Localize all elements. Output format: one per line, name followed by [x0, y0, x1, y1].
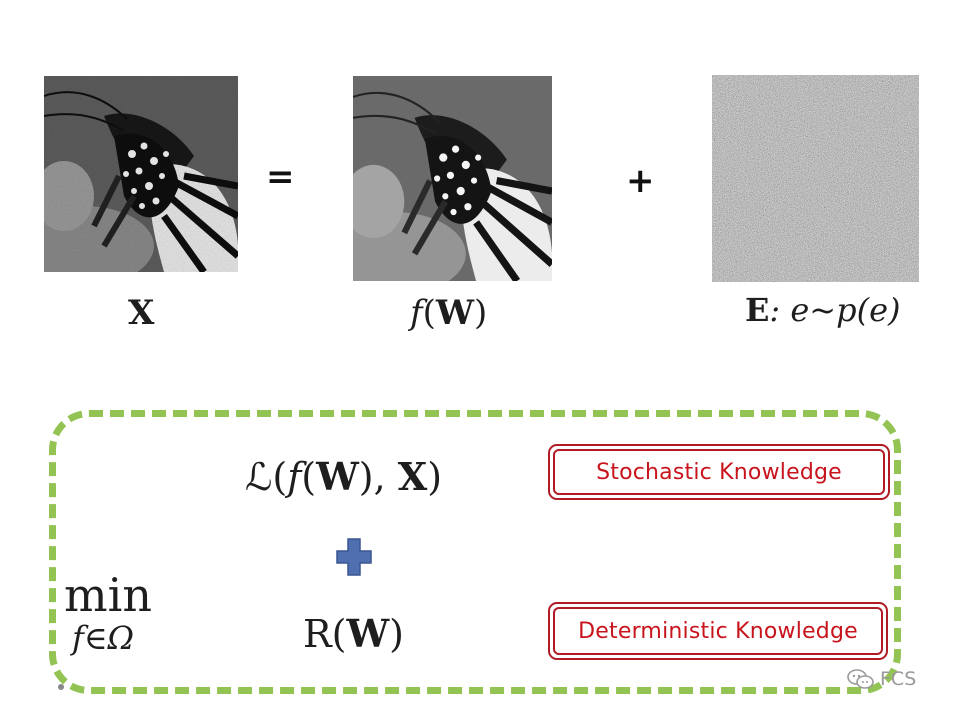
loss-x: X — [398, 454, 427, 499]
fw-open: ( — [423, 293, 436, 333]
noisy-image — [44, 76, 238, 272]
regularizer-term: R(W) — [303, 615, 404, 653]
reg-w: W — [346, 611, 389, 656]
loss-mid: ), — [359, 455, 398, 499]
equals-sign: = — [266, 160, 295, 194]
clean-image — [353, 76, 552, 281]
label-e-distribution: E: e~p(e) — [745, 294, 900, 326]
deterministic-knowledge-box: Deterministic Knowledge — [548, 602, 888, 660]
noise-image — [712, 75, 919, 282]
loss-f: f — [287, 455, 301, 499]
loss-open: ( — [301, 455, 316, 499]
label-f-of-w: f(W) — [410, 296, 487, 330]
watermark: FCS — [846, 668, 916, 690]
plus-sign: + — [626, 164, 655, 198]
loss-prefix: ℒ( — [245, 455, 287, 499]
plus-icon — [336, 538, 372, 576]
e-rest: : e~p(e) — [769, 291, 900, 329]
loss-close: ) — [427, 455, 442, 499]
loss-term: ℒ(f(W), X) — [245, 458, 442, 496]
fw-w: W — [436, 293, 474, 333]
loss-w: W — [316, 454, 359, 499]
watermark-text: FCS — [880, 668, 916, 690]
fw-close: ) — [474, 293, 487, 333]
stochastic-knowledge-box: Stochastic Knowledge — [548, 444, 890, 500]
reg-close: ) — [389, 612, 404, 656]
deterministic-knowledge-label: Deterministic Knowledge — [553, 607, 883, 655]
corner-dot — [58, 684, 64, 690]
e-bold: E — [745, 291, 769, 329]
reg-prefix: R( — [303, 612, 346, 656]
min-operator: min — [64, 572, 152, 618]
label-x: X — [128, 296, 154, 330]
min-subscript: f∈Ω — [72, 622, 134, 654]
wechat-icon — [846, 668, 876, 690]
fw-f: f — [410, 293, 423, 333]
stochastic-knowledge-label: Stochastic Knowledge — [553, 449, 885, 495]
